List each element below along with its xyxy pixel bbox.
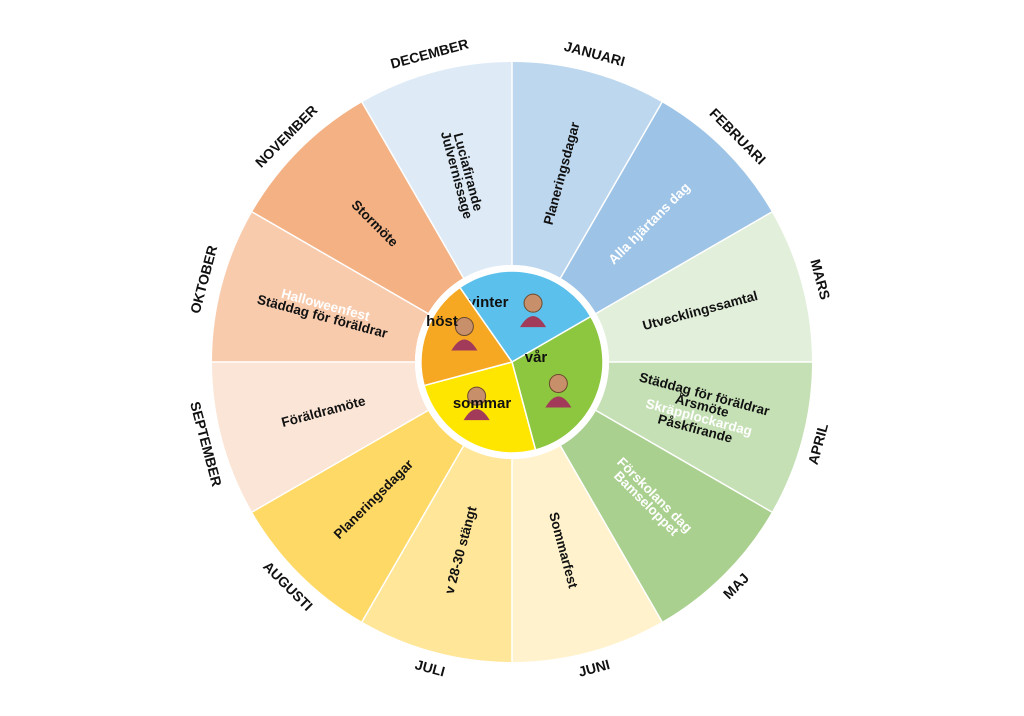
month-sector-juli bbox=[362, 446, 512, 662]
sector-divider bbox=[559, 445, 663, 623]
month-name-mars: MARS bbox=[807, 257, 833, 301]
autumn-child-icon bbox=[451, 317, 478, 351]
month-sector-augusti bbox=[252, 410, 464, 622]
summer-child-icon bbox=[463, 386, 490, 421]
month-sector-december bbox=[362, 62, 512, 278]
month-name-juni: JUNI bbox=[576, 656, 611, 680]
month-name-december: DECEMBER bbox=[389, 35, 471, 71]
month-sector-mars bbox=[596, 212, 812, 362]
month-sector-januari bbox=[512, 62, 662, 278]
month-sector-oktober bbox=[212, 212, 428, 362]
season-label-host: höst bbox=[426, 313, 458, 330]
month-name-januari: JANUARI bbox=[563, 38, 627, 70]
month-sectors bbox=[212, 62, 812, 662]
month-name-juli: JULI bbox=[413, 656, 446, 679]
month-sector-november bbox=[252, 102, 464, 314]
sector-divider bbox=[251, 211, 429, 315]
season-host bbox=[420, 286, 514, 387]
sector-divider bbox=[559, 101, 663, 279]
winter-child-icon bbox=[520, 293, 547, 328]
month-sector-april bbox=[596, 362, 812, 512]
sector-divider bbox=[595, 211, 773, 315]
sector-divider bbox=[251, 409, 429, 513]
season-label-vinter: vinter bbox=[468, 294, 509, 311]
season-circle: vinter vår sommar höst bbox=[415, 265, 609, 459]
month-name-april: APRIL bbox=[805, 421, 831, 466]
season-label-var: vår bbox=[525, 349, 548, 366]
sector-separators bbox=[212, 62, 812, 662]
sector-divider bbox=[361, 445, 465, 623]
sector-divider bbox=[361, 101, 465, 279]
sector-divider bbox=[595, 409, 773, 513]
season-label-sommar: sommar bbox=[453, 395, 512, 412]
month-sector-februari bbox=[560, 102, 772, 314]
month-sector-juni bbox=[512, 446, 662, 662]
month-name-maj: MAJ bbox=[720, 570, 752, 602]
month-name-oktober: OKTOBER bbox=[187, 244, 221, 316]
month-sector-september bbox=[212, 362, 428, 512]
spring-child-icon bbox=[545, 374, 572, 408]
month-sector-maj bbox=[560, 410, 772, 622]
